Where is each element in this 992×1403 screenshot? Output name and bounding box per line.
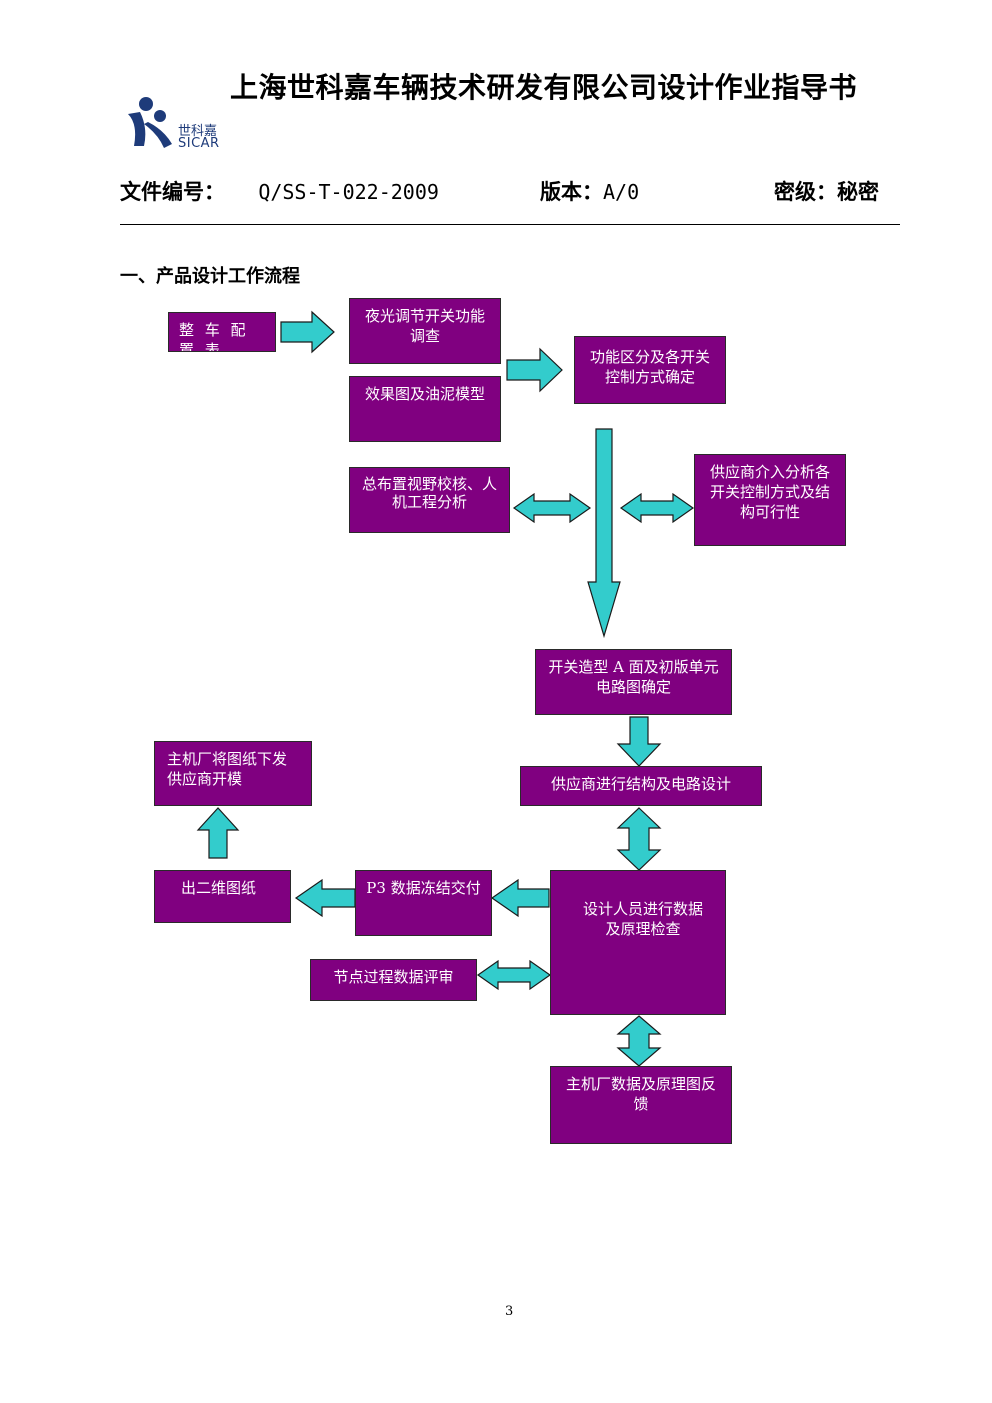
arrow-bidirectional-icon: [476, 959, 552, 991]
document-title: 上海世科嘉车辆技术研发有限公司设计作业指导书: [230, 71, 858, 104]
flow-box-function-zone: 功能区分及各开关控制方式确定: [574, 336, 726, 404]
header-divider: [120, 224, 900, 225]
secrecy-label: 密级：: [774, 180, 837, 204]
version-value: A/0: [603, 180, 640, 204]
arrow-down-icon: [587, 428, 621, 639]
flow-box-switch-styling: 开关造型 A 面及初版单元电路图确定: [535, 649, 732, 715]
sicar-logo-icon: [128, 97, 172, 148]
doc-version: 版本：A/0: [540, 176, 639, 206]
flow-box-oem-issue: 主机厂将图纸下发供应商开模: [154, 741, 312, 806]
arrow-bidirectional-icon: [619, 492, 695, 524]
doc-number-value: Q/SS-T-022-2009: [258, 180, 439, 204]
flow-box-layout-check: 总布置视野校核、人机工程分析: [349, 467, 510, 533]
logo-english-name: SICAR: [178, 136, 220, 151]
arrow-right-icon: [506, 347, 563, 393]
flow-box-config-table: 整 车 配 置 表: [168, 312, 276, 352]
company-logo: 世科嘉 SICAR: [124, 94, 234, 156]
arrow-left-icon: [490, 878, 550, 918]
flow-box-p3-freeze: P3 数据冻结交付: [355, 870, 492, 936]
flow-box-supplier-design: 供应商进行结构及电路设计: [520, 766, 762, 806]
flow-box-oem-feedback: 主机厂数据及原理图反馈: [550, 1066, 732, 1144]
flow-box-night-light: 夜光调节开关功能调查: [349, 298, 501, 364]
arrow-left-icon: [294, 878, 356, 918]
arrow-down-icon: [616, 716, 662, 767]
section-heading: 一、产品设计工作流程: [120, 266, 300, 287]
flow-box-supplier-analysis: 供应商介入分析各开关控制方式及结构可行性: [694, 454, 846, 546]
arrow-bidirectional-icon: [512, 492, 592, 524]
arrow-right-icon: [280, 310, 335, 354]
flow-box-designer-check: 设计人员进行数据及原理检查: [550, 870, 726, 1015]
arrow-bidirectional-icon: [616, 1015, 662, 1067]
logo-chinese-name: 世科嘉: [178, 124, 218, 139]
version-label: 版本：: [540, 180, 603, 204]
arrow-up-icon: [196, 807, 240, 859]
flow-box-render-model: 效果图及油泥模型: [349, 376, 501, 442]
doc-secrecy: 密级：秘密: [774, 176, 879, 206]
arrow-bidirectional-icon: [616, 807, 662, 871]
doc-number-label: 文件编号：: [120, 180, 225, 204]
page-number: 3: [505, 1304, 514, 1319]
doc-number: 文件编号： Q/SS-T-022-2009: [120, 176, 439, 206]
flow-box-node-review: 节点过程数据评审: [310, 959, 477, 1001]
flow-box-2d-drawing: 出二维图纸: [154, 870, 291, 923]
secrecy-value: 秘密: [837, 180, 879, 204]
